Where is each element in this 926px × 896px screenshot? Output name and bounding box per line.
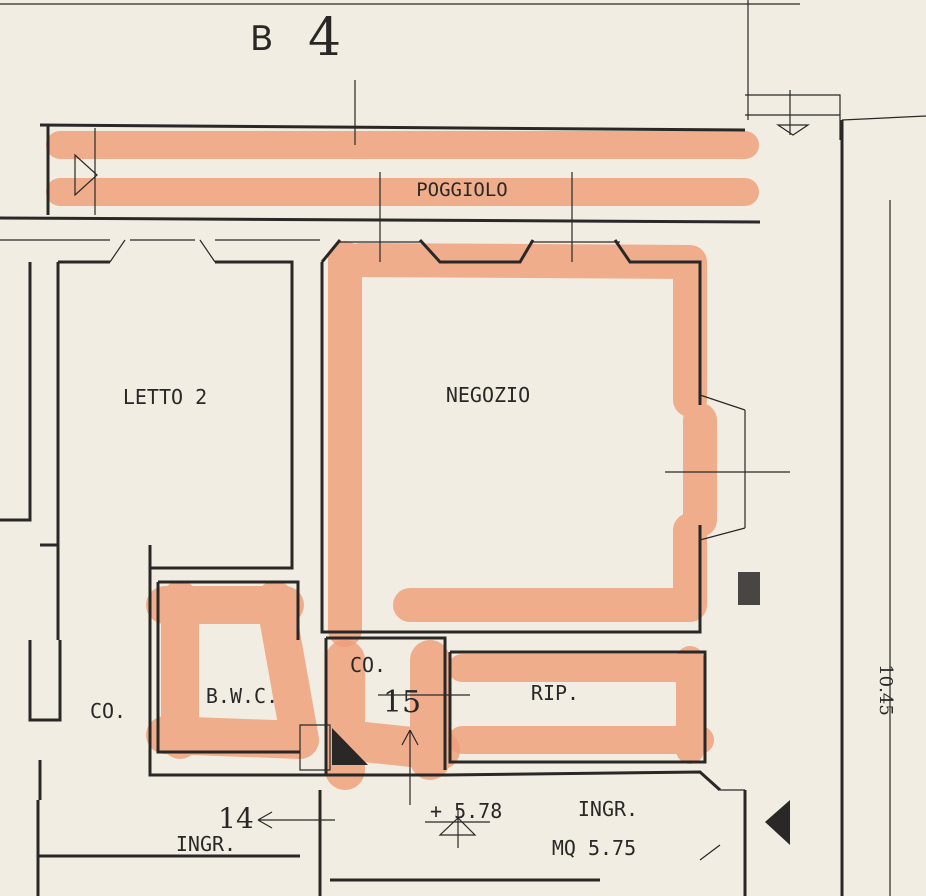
annotation-area: MQ 5.75 [552,836,636,860]
left-wall-outer [0,262,32,522]
negozio-highlight [328,241,717,647]
balcony-top-wall [39,123,746,132]
grid-number: 4 [308,8,341,68]
negozio-right-door [699,394,746,541]
label-negozio: NEGOZIO [446,383,530,407]
right-stair-block [745,90,841,140]
facade-inner [0,239,620,243]
bwc-outer-wall [148,568,445,777]
highlight-bands [46,131,759,790]
label-poggiolo: POGGIOLO [416,179,508,201]
bwc-wall [156,580,300,754]
letto2-wall [56,260,294,570]
right-door-lower [699,789,745,861]
right-entry-arrow [765,800,790,845]
grid-letter: B [250,19,273,59]
stair-arrow [776,124,810,136]
label-co-left: CO. [90,699,126,723]
left-wall-strip [28,262,62,896]
label-ingr-right: INGR. [578,797,638,821]
right-edge-line [841,115,926,121]
co-wall [324,636,447,775]
annotation-level: + 5.78 [430,799,502,823]
balcony-arrow [74,153,98,197]
label-rip: RIP. [531,681,579,705]
poggiolo-highlight [46,131,759,206]
annotations: 15 14 + 5.78 MQ 5.75 10.45 [218,664,896,860]
room-labels: POGGIOLO LETTO 2 NEGOZIO CO. CO. B.W.C. … [90,179,638,856]
negozio-wall [320,238,702,634]
level-marker [425,808,490,848]
letto2-window [109,239,216,263]
right-small-hatch [738,572,760,605]
arrow-up-15 [401,729,419,805]
walls [0,90,926,896]
label-letto2: LETTO 2 [123,385,207,409]
annotation-14: 14 [218,802,254,835]
label-bwc: B.W.C. [206,684,278,708]
rip-wall [448,650,707,764]
arrow-14 [257,811,335,829]
co-hatch [332,728,368,765]
bwc-highlight [146,581,319,759]
annotation-side-dim: 10.45 [875,664,896,716]
annotation-15: 15 [383,685,421,720]
label-ingr-left: INGR. [176,832,236,856]
ingr-left-wall [38,790,600,896]
rip-highlight [448,646,714,764]
lower-corridor-wall [444,770,747,896]
grid-reference: B 4 [0,0,800,145]
co-door-left [299,724,331,771]
label-co-upper: CO. [350,653,386,677]
